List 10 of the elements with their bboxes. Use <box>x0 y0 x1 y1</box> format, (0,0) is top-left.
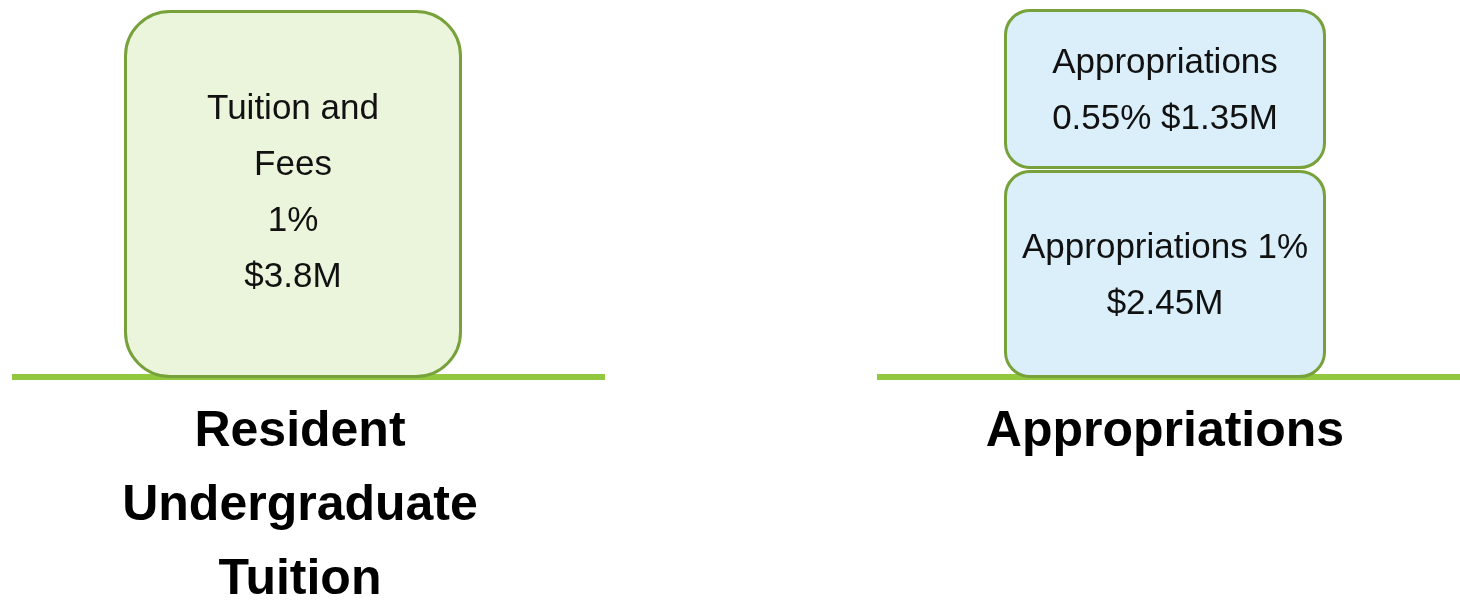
box-text: Appropriations 0.55% $1.35M <box>1051 40 1279 138</box>
section-heading: Resident Undergraduate Tuition <box>121 400 479 605</box>
box-text: 1% <box>267 198 319 240</box>
box-text: $3.8M <box>244 254 342 296</box>
section-heading: Appropriations <box>984 400 1346 459</box>
rounded-box <box>1004 170 1326 378</box>
box-text: Appropriations 1% $2.45M <box>1021 225 1309 323</box>
box-text: Tuition and Fees <box>206 86 380 184</box>
rounded-box <box>124 10 462 378</box>
rounded-box <box>1004 9 1326 169</box>
